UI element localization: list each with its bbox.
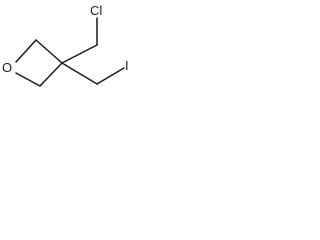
atom-label-oxygen: O [2,60,12,75]
atom-label-iodine: I [125,58,129,73]
bond-o-ch2-upper [15,39,37,63]
bond-ch2-i [96,67,125,85]
atom-label-chlorine: Cl [90,3,102,18]
bond-ch2-lower-o [15,72,41,87]
bond-c3-ch2-lower [39,62,63,87]
bond-ch2-upper-c3 [35,39,63,64]
bond-c3-ch2-chloromethyl [61,44,98,64]
chemical-structure-diagram: O Cl I [2,3,129,87]
bond-c3-ch2-iodomethyl [61,62,98,85]
